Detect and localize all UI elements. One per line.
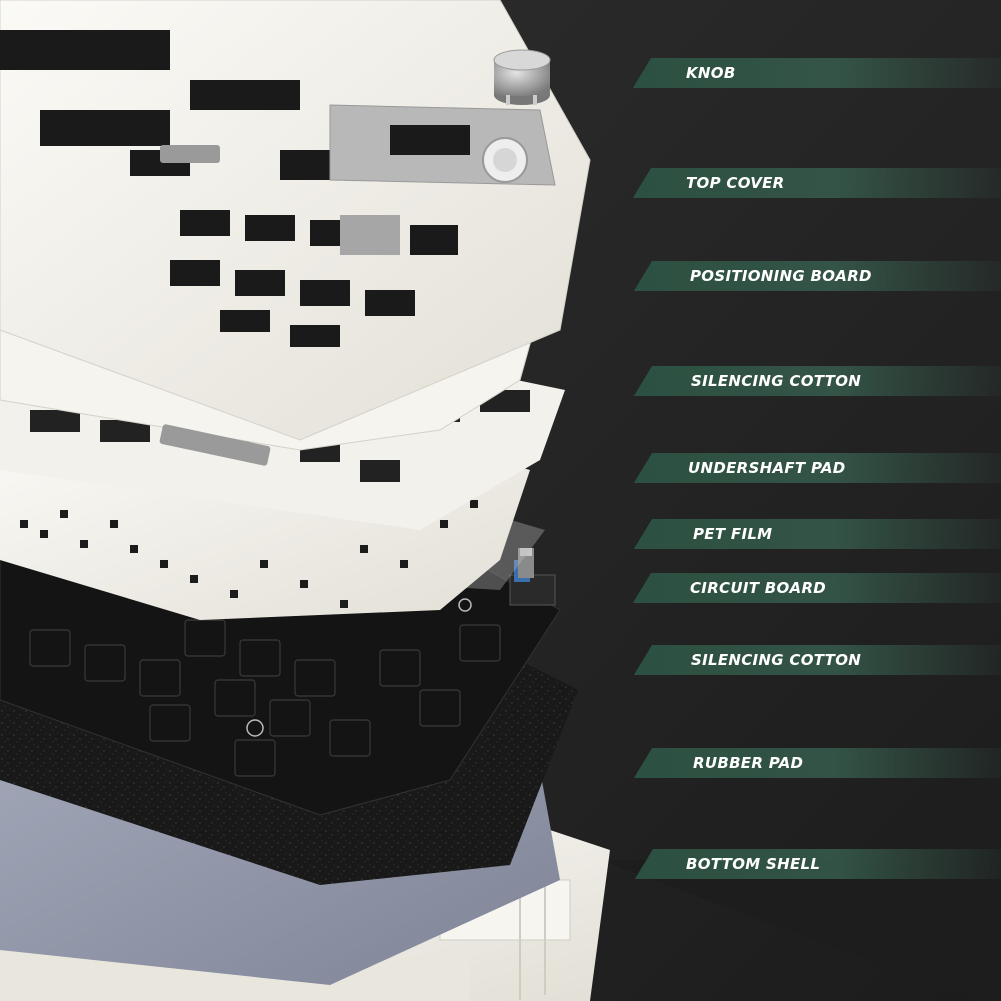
label-banner-silencing-cotton-2 xyxy=(634,645,1001,675)
knob-part xyxy=(493,49,551,105)
label-rubber-pad: RUBBER PAD xyxy=(693,754,804,772)
label-circuit-board: CIRCUIT BOARD xyxy=(690,579,827,597)
top-cover-part xyxy=(0,0,591,466)
label-banner-circuit-board xyxy=(633,573,1001,603)
label-knob: KNOB xyxy=(686,64,736,82)
label-top-cover: TOP COVER xyxy=(686,174,785,192)
label-positioning-board: POSITIONING BOARD xyxy=(690,267,872,285)
label-silencing-cotton-2: SILENCING COTTON xyxy=(691,651,862,669)
label-undershaft-pad: UNDERSHAFT PAD xyxy=(688,459,846,477)
label-bottom-shell: BOTTOM SHELL xyxy=(686,855,821,873)
label-banner-bottom-shell xyxy=(635,849,1001,879)
label-silencing-cotton-1: SILENCING COTTON xyxy=(691,372,862,390)
label-banner-knob xyxy=(633,58,1001,88)
label-pet-film: PET FILM xyxy=(693,525,773,543)
label-banner-rubber-pad xyxy=(634,748,1001,778)
label-banner-top-cover xyxy=(633,168,1001,198)
label-banner-silencing-cotton-1 xyxy=(634,366,1001,396)
label-banner-positioning-board xyxy=(634,261,1001,291)
background-shadow xyxy=(600,860,1001,1001)
label-banner-undershaft-pad xyxy=(634,453,1001,483)
label-banner-pet-film xyxy=(634,519,1001,549)
